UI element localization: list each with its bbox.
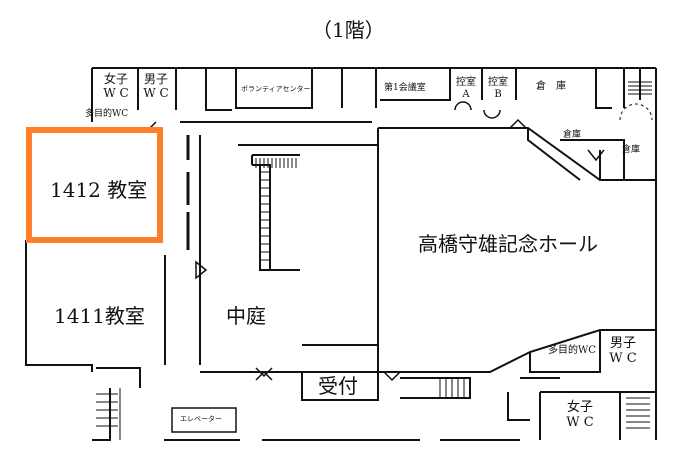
meeting-room-1[interactable]: 第1会議室 [384, 83, 426, 93]
waiting-room-a-line2: A [462, 89, 470, 100]
classroom-1412-highlight [26, 127, 163, 243]
waiting-room-b[interactable]: 控室 B [484, 77, 512, 101]
memorial-hall[interactable]: 高橋守雄記念ホール [418, 232, 598, 256]
women-wc-top-line1: 女子 [103, 72, 128, 86]
men-wc-top[interactable]: 男子 W C [138, 72, 174, 100]
men-wc-right-line2: W C [609, 351, 637, 366]
storage-top[interactable]: 倉 庫 [536, 81, 566, 92]
reception[interactable]: 受付 [318, 374, 358, 398]
volunteer-center[interactable]: ボランティアセンター [241, 85, 311, 93]
classroom-1412[interactable]: 1412 教室 [50, 178, 148, 202]
classroom-1411[interactable]: 1411教室 [54, 304, 145, 328]
hall-top-wall [378, 127, 656, 181]
waiting-room-b-line2: B [494, 89, 502, 100]
women-wc-bottom[interactable]: 女子 W C [562, 400, 598, 430]
storage-right-1[interactable]: 倉庫 [563, 130, 582, 140]
map-title: （1階） [312, 18, 385, 42]
room-1411-wall [25, 240, 93, 372]
waiting-room-a-line1: 控室 [456, 77, 476, 88]
men-wc-top-line2: W C [143, 86, 169, 100]
men-wc-top-line1: 男子 [143, 72, 168, 86]
women-wc-bottom-line2: W C [566, 415, 594, 430]
men-wc-right[interactable]: 男子 W C [606, 336, 640, 366]
elevator[interactable]: エレベーター [180, 415, 222, 423]
women-wc-top[interactable]: 女子 W C [98, 72, 134, 100]
women-wc-top-line2: W C [103, 86, 129, 100]
waiting-room-b-line1: 控室 [488, 77, 508, 88]
storage-right-2[interactable]: 倉庫 [622, 145, 641, 155]
waiting-room-a[interactable]: 控室 A [452, 77, 480, 101]
multipurpose-wc-top[interactable]: 多目的WC [85, 109, 129, 119]
multipurpose-wc-right[interactable]: 多目的WC [548, 345, 596, 356]
women-wc-bottom-line1: 女子 [566, 400, 593, 415]
men-wc-right-line1: 男子 [609, 336, 636, 351]
courtyard[interactable]: 中庭 [226, 304, 266, 328]
